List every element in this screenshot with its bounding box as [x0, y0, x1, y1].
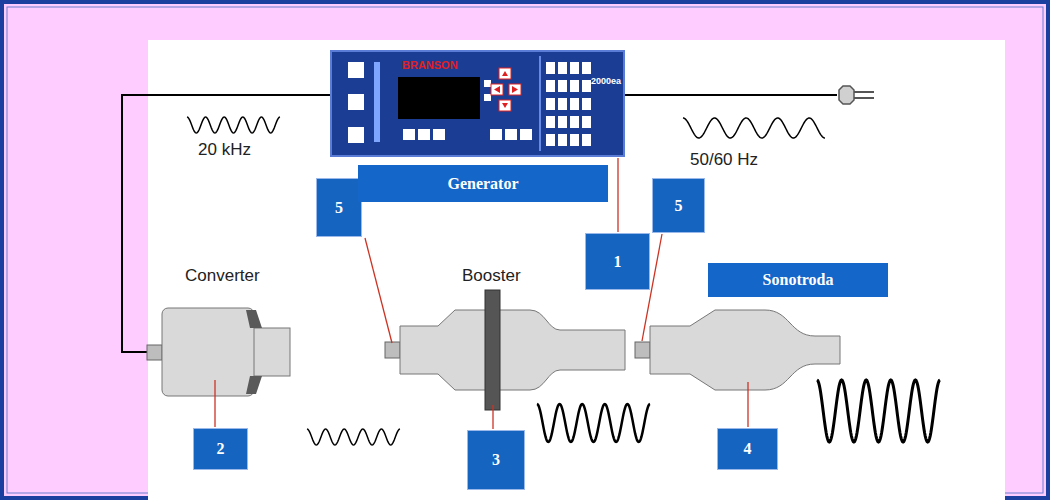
- title-band: Sonotroda: [708, 263, 888, 297]
- white-panel: [148, 40, 1005, 500]
- booster-stud: [385, 342, 400, 358]
- title-band: Generator: [358, 165, 608, 202]
- booster-body: [400, 310, 625, 390]
- callout-number: 4: [717, 428, 778, 470]
- part-title: Generator: [447, 175, 518, 193]
- leader-lines: [215, 158, 748, 429]
- callout-number: 5: [652, 178, 705, 233]
- callout-number: 2: [217, 440, 225, 458]
- frequency-label: 20 kHz: [198, 140, 251, 160]
- callout-number: 5: [316, 178, 362, 237]
- converter-body: [162, 308, 254, 396]
- converter-neck: [250, 328, 290, 376]
- wave: [307, 429, 400, 445]
- mains-plug: [839, 86, 854, 104]
- plug-prongs: [854, 92, 874, 98]
- sonotrode-stud: [635, 342, 650, 358]
- converter-stud: [147, 345, 162, 360]
- sonotrode-body: [650, 310, 840, 390]
- callout-number: 2: [193, 428, 248, 470]
- brand-name: BRANSON: [402, 59, 458, 71]
- part-name: Booster: [462, 266, 521, 286]
- frequency-label: 50/60 Hz: [690, 150, 758, 170]
- generator-panel: BRANSON 2000ea: [330, 50, 625, 157]
- callout-number: 5: [675, 197, 683, 215]
- converter-shoulder: [246, 310, 262, 394]
- callout-number: 1: [614, 253, 622, 271]
- wave: [817, 380, 940, 442]
- waves: [187, 117, 940, 445]
- panel-controls: [332, 52, 623, 155]
- wave: [187, 117, 280, 133]
- part-title: Sonotroda: [763, 271, 834, 289]
- wave: [683, 118, 825, 138]
- callout-number: 3: [467, 430, 525, 490]
- mains-cable: [625, 94, 837, 96]
- callout-number: 1: [585, 233, 650, 290]
- callout-number: 5: [335, 199, 343, 217]
- model-name: 2000ea: [591, 76, 621, 86]
- booster-ring: [485, 290, 500, 410]
- wave: [537, 404, 650, 442]
- callout-number: 3: [492, 451, 500, 469]
- part-name: Converter: [185, 266, 260, 286]
- callout-number: 4: [744, 440, 752, 458]
